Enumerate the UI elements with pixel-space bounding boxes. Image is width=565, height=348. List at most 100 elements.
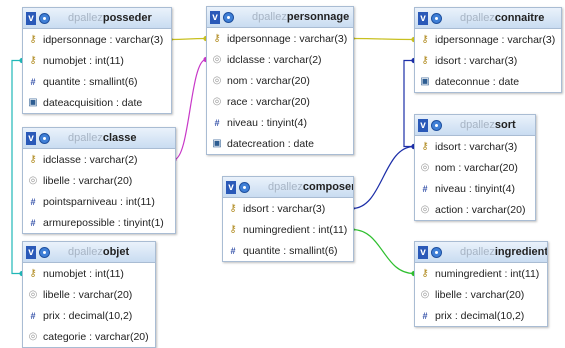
column-row[interactable]: #quantite : smallint(6)	[23, 71, 171, 92]
toggle-v-icon[interactable]: v	[418, 11, 428, 25]
column-label: categorie : varchar(20)	[43, 330, 149, 343]
column-row[interactable]: ⚷ numingredient : int(11)	[223, 219, 353, 240]
gear-icon[interactable]	[39, 132, 50, 144]
column-row[interactable]: ◎ libelle : varchar(20)	[23, 170, 175, 191]
key-icon: ⚷	[229, 203, 237, 214]
column-row[interactable]: ◎categorie : varchar(20)	[23, 326, 155, 347]
column-row[interactable]: ▣ dateacquisition : date	[23, 92, 171, 113]
column-label: libelle : varchar(20)	[43, 288, 133, 301]
column-row[interactable]: ⚷idsort : varchar(3)	[223, 198, 353, 219]
column-row[interactable]: ⚷idsort : varchar(3)	[415, 50, 561, 71]
column-label: idsort : varchar(3)	[435, 54, 518, 67]
relation-line	[169, 37, 207, 41]
column-row[interactable]: ⚷ idclasse : varchar(2)	[23, 149, 175, 170]
column-row[interactable]: #armurepossible : tinyint(1)	[23, 212, 175, 233]
column-row[interactable]: ◎ idclasse : varchar(2)	[207, 49, 353, 70]
gear-icon[interactable]	[431, 119, 442, 131]
index-icon: ◎	[212, 96, 222, 107]
column-row[interactable]: #niveau : tinyint(4)	[207, 112, 353, 133]
date-icon: ▣	[28, 97, 38, 108]
table-name: sort	[494, 119, 516, 131]
gear-icon[interactable]	[431, 246, 442, 258]
column-label: action : varchar(20)	[435, 203, 526, 216]
column-row[interactable]: #pointsparniveau : int(11)	[23, 191, 175, 212]
column-row[interactable]: ▣datecreation : date	[207, 133, 353, 154]
gear-icon[interactable]	[431, 12, 442, 24]
relation-line	[403, 59, 414, 148]
toggle-v-icon[interactable]: v	[26, 131, 36, 145]
toggle-v-icon[interactable]: v	[418, 245, 428, 259]
column-row[interactable]: ◎nom : varchar(20)	[415, 157, 535, 178]
column-row[interactable]: ⚷idpersonnage : varchar(3)	[207, 28, 353, 49]
index-icon: ◎	[420, 204, 430, 215]
table-name: connaitre	[494, 12, 545, 24]
column-label: race : varchar(20)	[227, 95, 310, 108]
key-icon: ⚷	[29, 268, 37, 279]
column-row[interactable]: ◎libelle : varchar(20)	[415, 284, 547, 305]
column-label: libelle : varchar(20)	[43, 174, 133, 187]
column-label: numingredient : int(11)	[243, 223, 348, 236]
gear-icon[interactable]	[223, 11, 234, 23]
column-label: idpersonnage : varchar(3)	[227, 32, 348, 45]
column-label: numobjet : int(11)	[43, 54, 124, 67]
column-row[interactable]: ◎nom : varchar(20)	[207, 70, 353, 91]
column-row[interactable]: ⚷idpersonnage : varchar(3)	[415, 29, 561, 50]
column-label: libelle : varchar(20)	[435, 288, 525, 301]
numeric-icon: #	[422, 310, 428, 321]
column-row[interactable]: # prix : decimal(10,2)	[415, 305, 547, 326]
toggle-v-icon[interactable]: v	[26, 245, 36, 259]
column-row[interactable]: ⚷numobjet : int(11)	[23, 263, 155, 284]
column-row[interactable]: ⚷idpersonnage : varchar(3)	[23, 29, 171, 50]
column-row[interactable]: ◎libelle : varchar(20)	[23, 284, 155, 305]
toggle-v-icon[interactable]: v	[226, 180, 236, 194]
database-name: dpallez	[460, 12, 495, 24]
database-name: dpallez	[252, 11, 287, 23]
column-row[interactable]: ▣dateconnue : date	[415, 71, 561, 92]
column-label: prix : decimal(10,2)	[435, 309, 525, 322]
column-label: idclasse : varchar(2)	[227, 53, 322, 66]
column-row[interactable]: ⚷idsort : varchar(3)	[415, 136, 535, 157]
table-name: classe	[102, 132, 137, 144]
column-row[interactable]: ⚷numingredient : int(11)	[415, 263, 547, 284]
index-icon: ◎	[28, 175, 38, 186]
gear-icon[interactable]	[39, 246, 50, 258]
gear-icon[interactable]	[39, 12, 50, 24]
column-row[interactable]: #quantite : smallint(6)	[223, 240, 353, 261]
key-icon: ⚷	[29, 34, 37, 45]
toggle-v-icon[interactable]: v	[418, 118, 428, 132]
toggle-v-icon[interactable]: v	[210, 10, 220, 24]
column-row[interactable]: #niveau : tinyint(4)	[415, 178, 535, 199]
database-name: dpallez	[460, 119, 495, 131]
column-row[interactable]: ◎ action : varchar(20)	[415, 199, 535, 220]
numeric-icon: #	[30, 217, 36, 228]
toggle-v-icon[interactable]: v	[26, 11, 36, 25]
key-icon: ⚷	[29, 154, 37, 165]
key-icon: ⚷	[229, 224, 237, 235]
gear-icon[interactable]	[239, 181, 250, 193]
index-icon: ◎	[212, 54, 222, 65]
table-name: composer	[302, 181, 353, 193]
column-row[interactable]: ⚷numobjet : int(11)	[23, 50, 171, 71]
column-label: dateacquisition : date	[43, 96, 143, 109]
database-name: dpallez	[68, 132, 103, 144]
database-name: dpallez	[68, 246, 103, 258]
column-label: idclasse : varchar(2)	[43, 153, 138, 166]
column-row[interactable]: ◎ race : varchar(20)	[207, 91, 353, 112]
column-row[interactable]: #prix : decimal(10,2)	[23, 305, 155, 326]
